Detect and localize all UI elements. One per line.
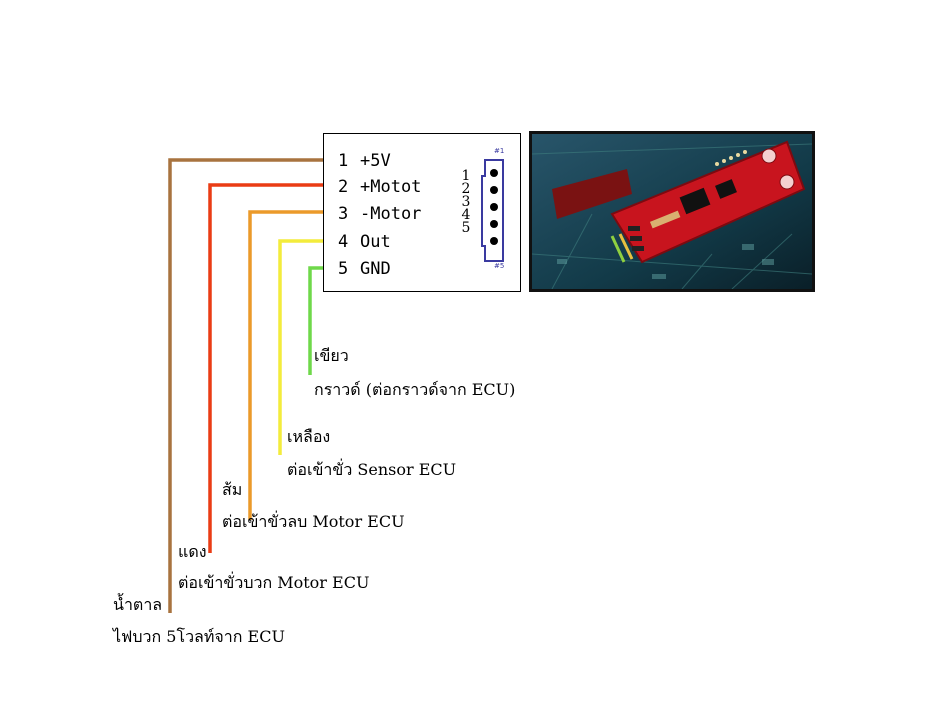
pin-row-3: 3 -Motor [338, 203, 421, 225]
label-brown-color: น้ำตาล [113, 595, 163, 614]
pin-row-1: 1 +5V [338, 150, 391, 172]
wire-green [308, 266, 323, 375]
pin-number: 2 [338, 177, 349, 197]
label-brown-desc: ไฟบวก 5โวลท์จาก ECU [113, 627, 285, 646]
pin-name: Out [360, 232, 391, 252]
pin-number: 3 [338, 204, 349, 224]
connector-mark-bottom: #5 [494, 262, 505, 270]
wire-yellow [278, 239, 323, 455]
connector-number: 4 [461, 207, 471, 223]
connector-pin-dot [490, 220, 498, 228]
connector-symbol [481, 159, 504, 262]
connector-pin-dot [490, 186, 498, 194]
connector-mark-top: #1 [494, 147, 505, 155]
connector-number: 1 [461, 168, 471, 184]
label-green-color: เขียว [314, 346, 349, 365]
label-yellow-desc: ต่อเข้าขั่ว Sensor ECU [287, 460, 457, 479]
pin-number: 1 [338, 151, 349, 171]
connector-pin-dot [490, 169, 498, 177]
label-green-desc: กราวด์ (ต่อกราวด์จาก ECU) [314, 380, 516, 399]
connector-tab [481, 175, 486, 247]
pin-row-5: 5 GND [338, 258, 391, 280]
connector-number: 2 [461, 181, 471, 197]
label-orange-desc: ต่อเข้าขั่วลบ Motor ECU [222, 512, 405, 531]
wire-brown [168, 158, 323, 613]
label-yellow-color: เหลือง [287, 427, 331, 446]
connector-pin-dot [490, 203, 498, 211]
pin-name: GND [360, 259, 391, 279]
wire-orange [248, 210, 323, 520]
label-red-desc: ต่อเข้าขั่วบวก Motor ECU [178, 573, 370, 592]
pin-row-4: 4 Out [338, 231, 391, 253]
connector-number: 3 [461, 194, 471, 210]
pin-name: -Motor [360, 204, 422, 224]
connector-pin-dot [490, 237, 498, 245]
pin-number: 5 [338, 259, 349, 279]
sensor-board-photo [529, 131, 815, 292]
label-red-color: แดง [178, 542, 207, 561]
pin-number: 4 [338, 232, 349, 252]
connector-number: 5 [461, 220, 471, 236]
pin-name: +Motot [360, 177, 422, 197]
label-orange-color: ส้ม [222, 480, 243, 499]
wire-red [208, 183, 323, 553]
pin-name: +5V [360, 151, 391, 171]
pin-row-2: 2 +Motot [338, 176, 421, 198]
